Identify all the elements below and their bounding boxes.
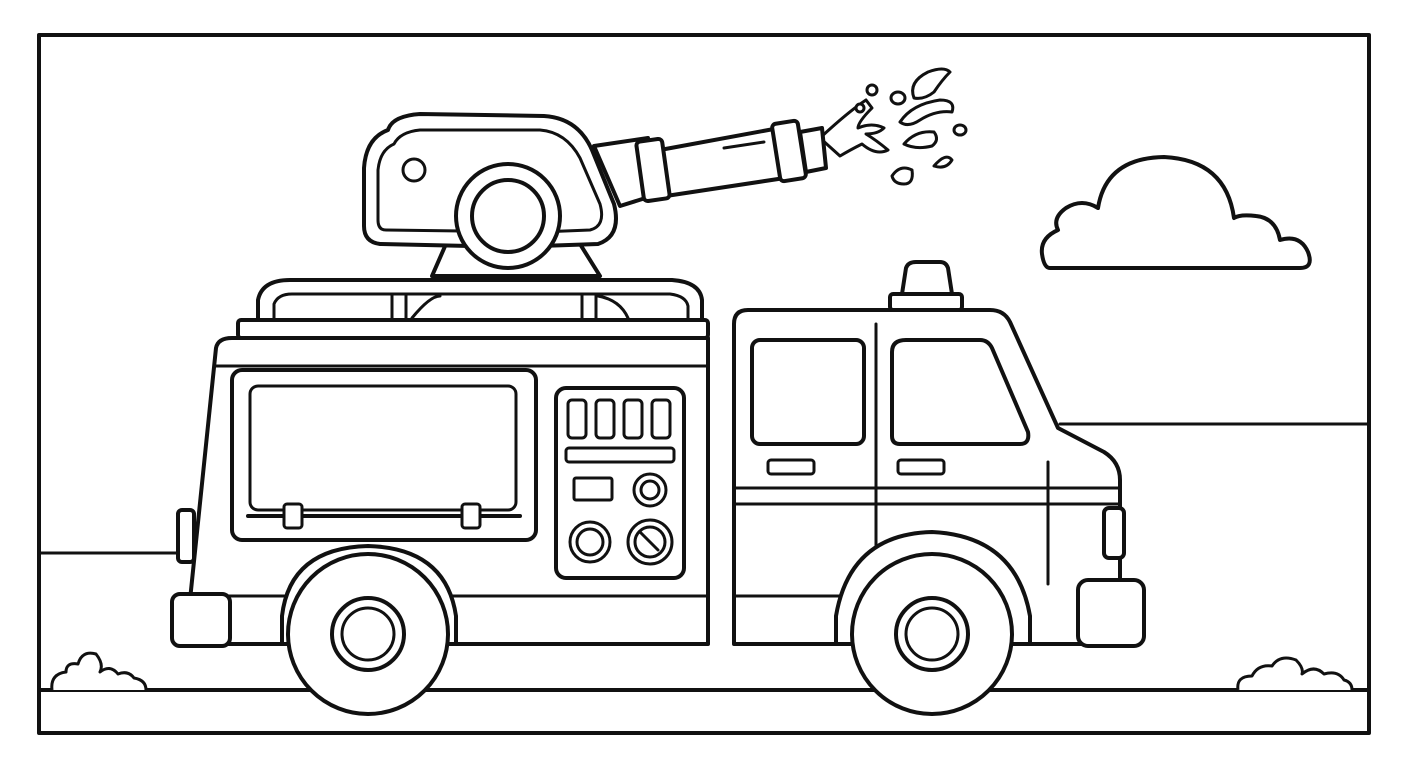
water-cannon-icon <box>362 112 828 278</box>
gauge-slot <box>650 398 672 440</box>
horizon <box>39 422 1369 555</box>
cab-window-front <box>890 338 1031 446</box>
valve-knob[interactable] <box>632 472 668 508</box>
bush-icon <box>50 651 148 691</box>
front-bumper <box>1076 578 1146 648</box>
control-switch[interactable] <box>572 476 614 502</box>
wheel-icon <box>850 552 1014 716</box>
fire-truck-icon <box>170 260 1146 716</box>
rear-bumper <box>170 592 232 648</box>
roof-ledge <box>236 318 710 340</box>
roof-rail <box>256 278 704 324</box>
water-spray-icon <box>818 67 968 186</box>
gauge-slot <box>594 398 616 440</box>
siren-light-icon <box>888 260 964 312</box>
headlight <box>1102 506 1126 560</box>
compartment-handle[interactable] <box>282 502 304 530</box>
compartment-handle[interactable] <box>460 502 482 530</box>
gauge-slot <box>622 398 644 440</box>
bush-icon <box>1236 656 1354 691</box>
door-handle[interactable] <box>896 458 946 476</box>
gauge-slot <box>566 398 588 440</box>
wheel-icon <box>286 552 450 716</box>
door-handle[interactable] <box>766 458 816 476</box>
cloud-icon <box>1039 155 1312 270</box>
cannon-bolt <box>401 157 427 183</box>
rear-light <box>176 508 196 564</box>
pump-control-panel <box>554 386 686 580</box>
page-frame <box>37 33 1371 735</box>
cab-window-rear <box>750 338 866 446</box>
storage-compartment <box>230 368 538 542</box>
